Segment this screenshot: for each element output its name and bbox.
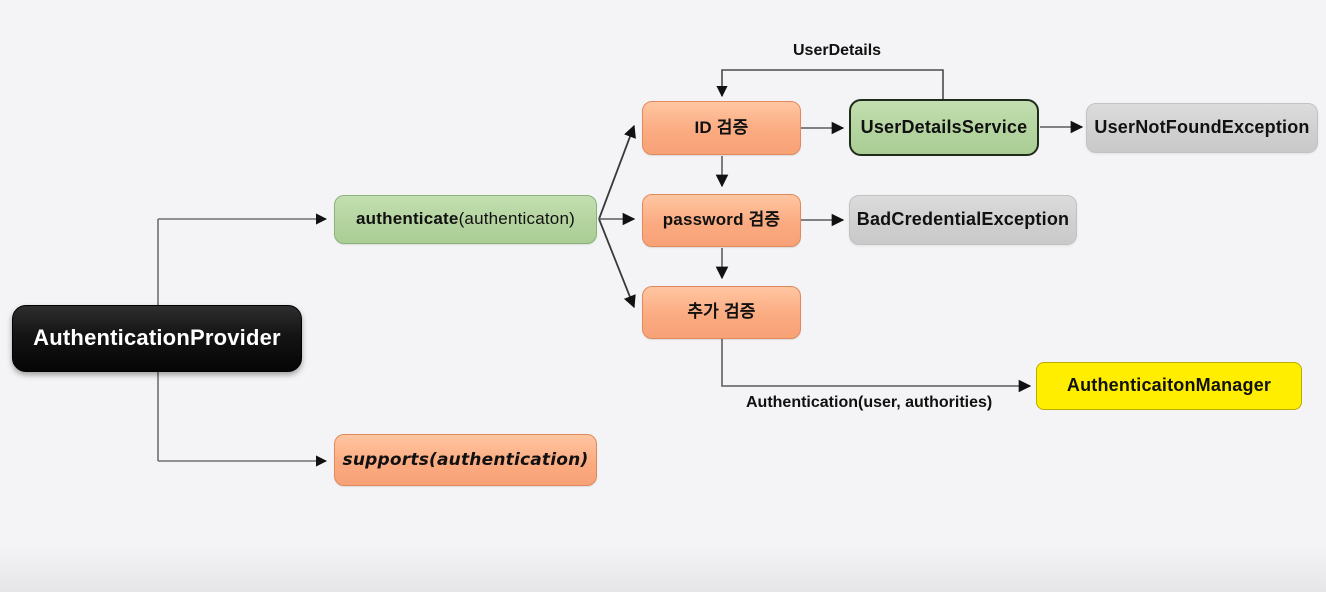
node-authentication-provider[interactable]: AuthenticationProvider [12, 305, 302, 372]
node-authentication-provider-label: AuthenticationProvider [33, 325, 281, 351]
node-id-check[interactable]: ID 검증 [642, 101, 801, 155]
node-bad-credential-exception-label: BadCredentialException [856, 209, 1070, 230]
node-authenticate-label-method: authenticate [356, 209, 459, 229]
node-extra-check[interactable]: 추가 검증 [642, 286, 801, 339]
edge-authenticate-to-id-check [598, 124, 636, 220]
node-supports[interactable]: supports(authentication) [334, 434, 597, 486]
node-authenticate-label: authenticate(authenticaton) [356, 209, 575, 229]
node-password-check[interactable]: password 검증 [642, 194, 801, 247]
node-supports-label: supports(authentication) [342, 449, 589, 470]
edge-user-details-return [716, 69, 944, 99]
node-authenticate-label-args: (authenticaton) [458, 209, 575, 229]
node-authentication-manager-label: AuthenticaitonManager [1066, 375, 1272, 396]
node-authenticate[interactable]: authenticate(authenticaton) [334, 195, 597, 244]
node-user-not-found-exception[interactable]: UserNotFoundException [1086, 103, 1318, 153]
node-extra-check-label: 추가 검증 [687, 302, 756, 322]
edge-label-user-details: UserDetails [793, 42, 882, 59]
node-user-not-found-exception-label: UserNotFoundException [1094, 117, 1310, 138]
node-authentication-manager[interactable]: AuthenticaitonManager [1036, 362, 1302, 410]
node-password-check-label: password 검증 [662, 210, 781, 230]
node-user-details-service[interactable]: UserDetailsService [849, 99, 1039, 156]
node-id-check-label: ID 검증 [694, 117, 749, 137]
edge-extra-check-to-authentication-manager [721, 339, 1032, 393]
node-bad-credential-exception[interactable]: BadCredentialException [849, 195, 1077, 245]
edge-authenticate-to-extra-check [598, 218, 636, 309]
edge-label-authentication-tuple: Authentication(user, authorities) [746, 394, 993, 411]
node-user-details-service-label: UserDetailsService [860, 116, 1028, 137]
